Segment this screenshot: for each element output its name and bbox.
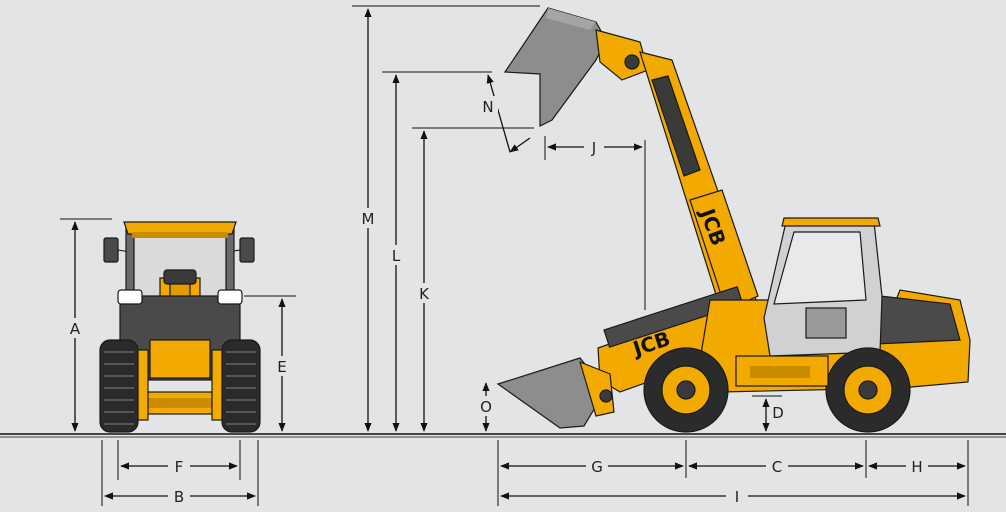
dim-label-b: B bbox=[174, 488, 184, 506]
right-headlight bbox=[217, 289, 243, 305]
dim-label-j: J bbox=[591, 139, 596, 157]
left-mirror bbox=[103, 237, 119, 263]
right-mirror bbox=[239, 237, 255, 263]
left-headlight bbox=[117, 289, 143, 305]
dimension-labels: A E F B M L K N J O D G C H I bbox=[70, 98, 923, 506]
rear-wheel bbox=[825, 347, 911, 433]
dim-label-l: L bbox=[392, 247, 401, 265]
ground-line bbox=[0, 433, 1006, 438]
dim-label-g: G bbox=[591, 458, 603, 476]
front-roof bbox=[123, 221, 237, 235]
side-dimensions bbox=[352, 5, 969, 506]
engine-cover bbox=[875, 295, 961, 345]
dim-label-h: H bbox=[911, 458, 922, 476]
cab-roof bbox=[781, 217, 881, 227]
dim-label-e: E bbox=[277, 358, 286, 376]
front-dimensions bbox=[60, 218, 296, 506]
lowered-bucket bbox=[496, 357, 597, 429]
front-view-machine bbox=[99, 221, 261, 433]
front-left-tyre bbox=[99, 339, 139, 433]
side-view-machine: JCB JCB bbox=[496, 7, 971, 433]
front-wheel bbox=[643, 347, 729, 433]
dim-label-f: F bbox=[175, 458, 184, 476]
dim-label-c: C bbox=[772, 458, 782, 476]
dim-label-k: K bbox=[419, 285, 430, 303]
dim-label-a: A bbox=[70, 320, 81, 338]
front-right-tyre bbox=[221, 339, 261, 433]
dim-label-m: M bbox=[362, 210, 375, 228]
dim-label-i: I bbox=[735, 488, 739, 506]
dim-label-o: O bbox=[480, 398, 492, 416]
dim-label-d: D bbox=[772, 404, 784, 422]
dim-label-n: N bbox=[482, 98, 493, 116]
